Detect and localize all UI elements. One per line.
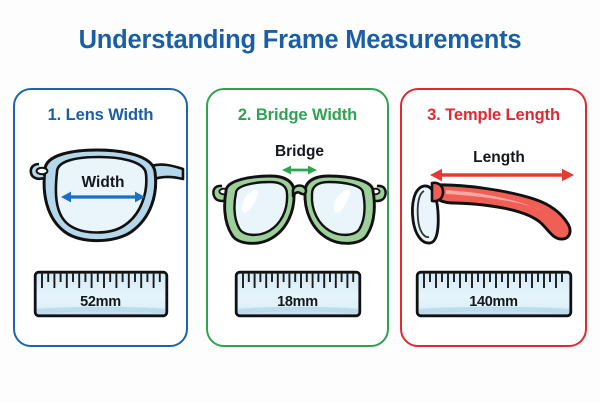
card-lens-width[interactable]: 1. Lens Width Width xyxy=(13,88,188,347)
temple-hinge-block xyxy=(430,181,445,203)
diagram-eyeglasses-side-view: Length xyxy=(402,134,585,260)
ruler-ticks xyxy=(422,273,563,288)
hinge-screw-hole xyxy=(35,166,49,176)
card-title-bridge-width: 2. Bridge Width xyxy=(237,106,358,124)
length-arrow-head-left xyxy=(430,168,442,182)
bridge-label: Bridge xyxy=(275,143,324,160)
temple-stub-right xyxy=(149,163,185,182)
ruler-edge-shade xyxy=(418,306,569,314)
width-arrow-head-left xyxy=(61,191,71,203)
ruler-body xyxy=(33,270,168,318)
temple-arm xyxy=(433,183,572,241)
ruler-edge-shade xyxy=(237,306,358,314)
width-label-backing xyxy=(77,172,131,191)
ruler-ticks xyxy=(241,273,354,288)
card-title-lens-width: 1. Lens Width xyxy=(47,106,154,124)
lens-highlight-right xyxy=(333,189,351,213)
temple-arm-highlight xyxy=(446,190,540,210)
card-title-temple-length: 3. Temple Length xyxy=(427,106,560,124)
width-label: Width xyxy=(82,174,125,191)
ruler-ticks xyxy=(40,273,161,288)
width-arrow-head-right xyxy=(135,191,145,203)
ruler-bridge-width: 18mm xyxy=(208,270,387,323)
bridge-arrow-head-right xyxy=(308,165,317,175)
diagram-eyeglasses-front-view: Bridge xyxy=(208,134,387,258)
lens-inner-edge xyxy=(416,190,430,238)
ruler-lens-width: 52mm xyxy=(15,270,186,323)
frame-bridge xyxy=(291,184,308,198)
page-title: Understanding Frame Measurements xyxy=(78,26,522,54)
bridge-arrow-head-left xyxy=(282,165,291,175)
ruler-temple-length: 140mm xyxy=(402,270,585,323)
ruler-edge-shade xyxy=(36,306,165,314)
lens-highlight-left xyxy=(241,189,259,213)
card-temple-length[interactable]: 3. Temple Length Length xyxy=(400,88,587,347)
card-bridge-width[interactable]: 2. Bridge Width Bridge xyxy=(206,88,389,347)
length-arrow-head-right xyxy=(562,168,574,182)
diagram-single-lens-front-view: Width xyxy=(15,136,186,256)
length-label: Length xyxy=(473,149,525,166)
